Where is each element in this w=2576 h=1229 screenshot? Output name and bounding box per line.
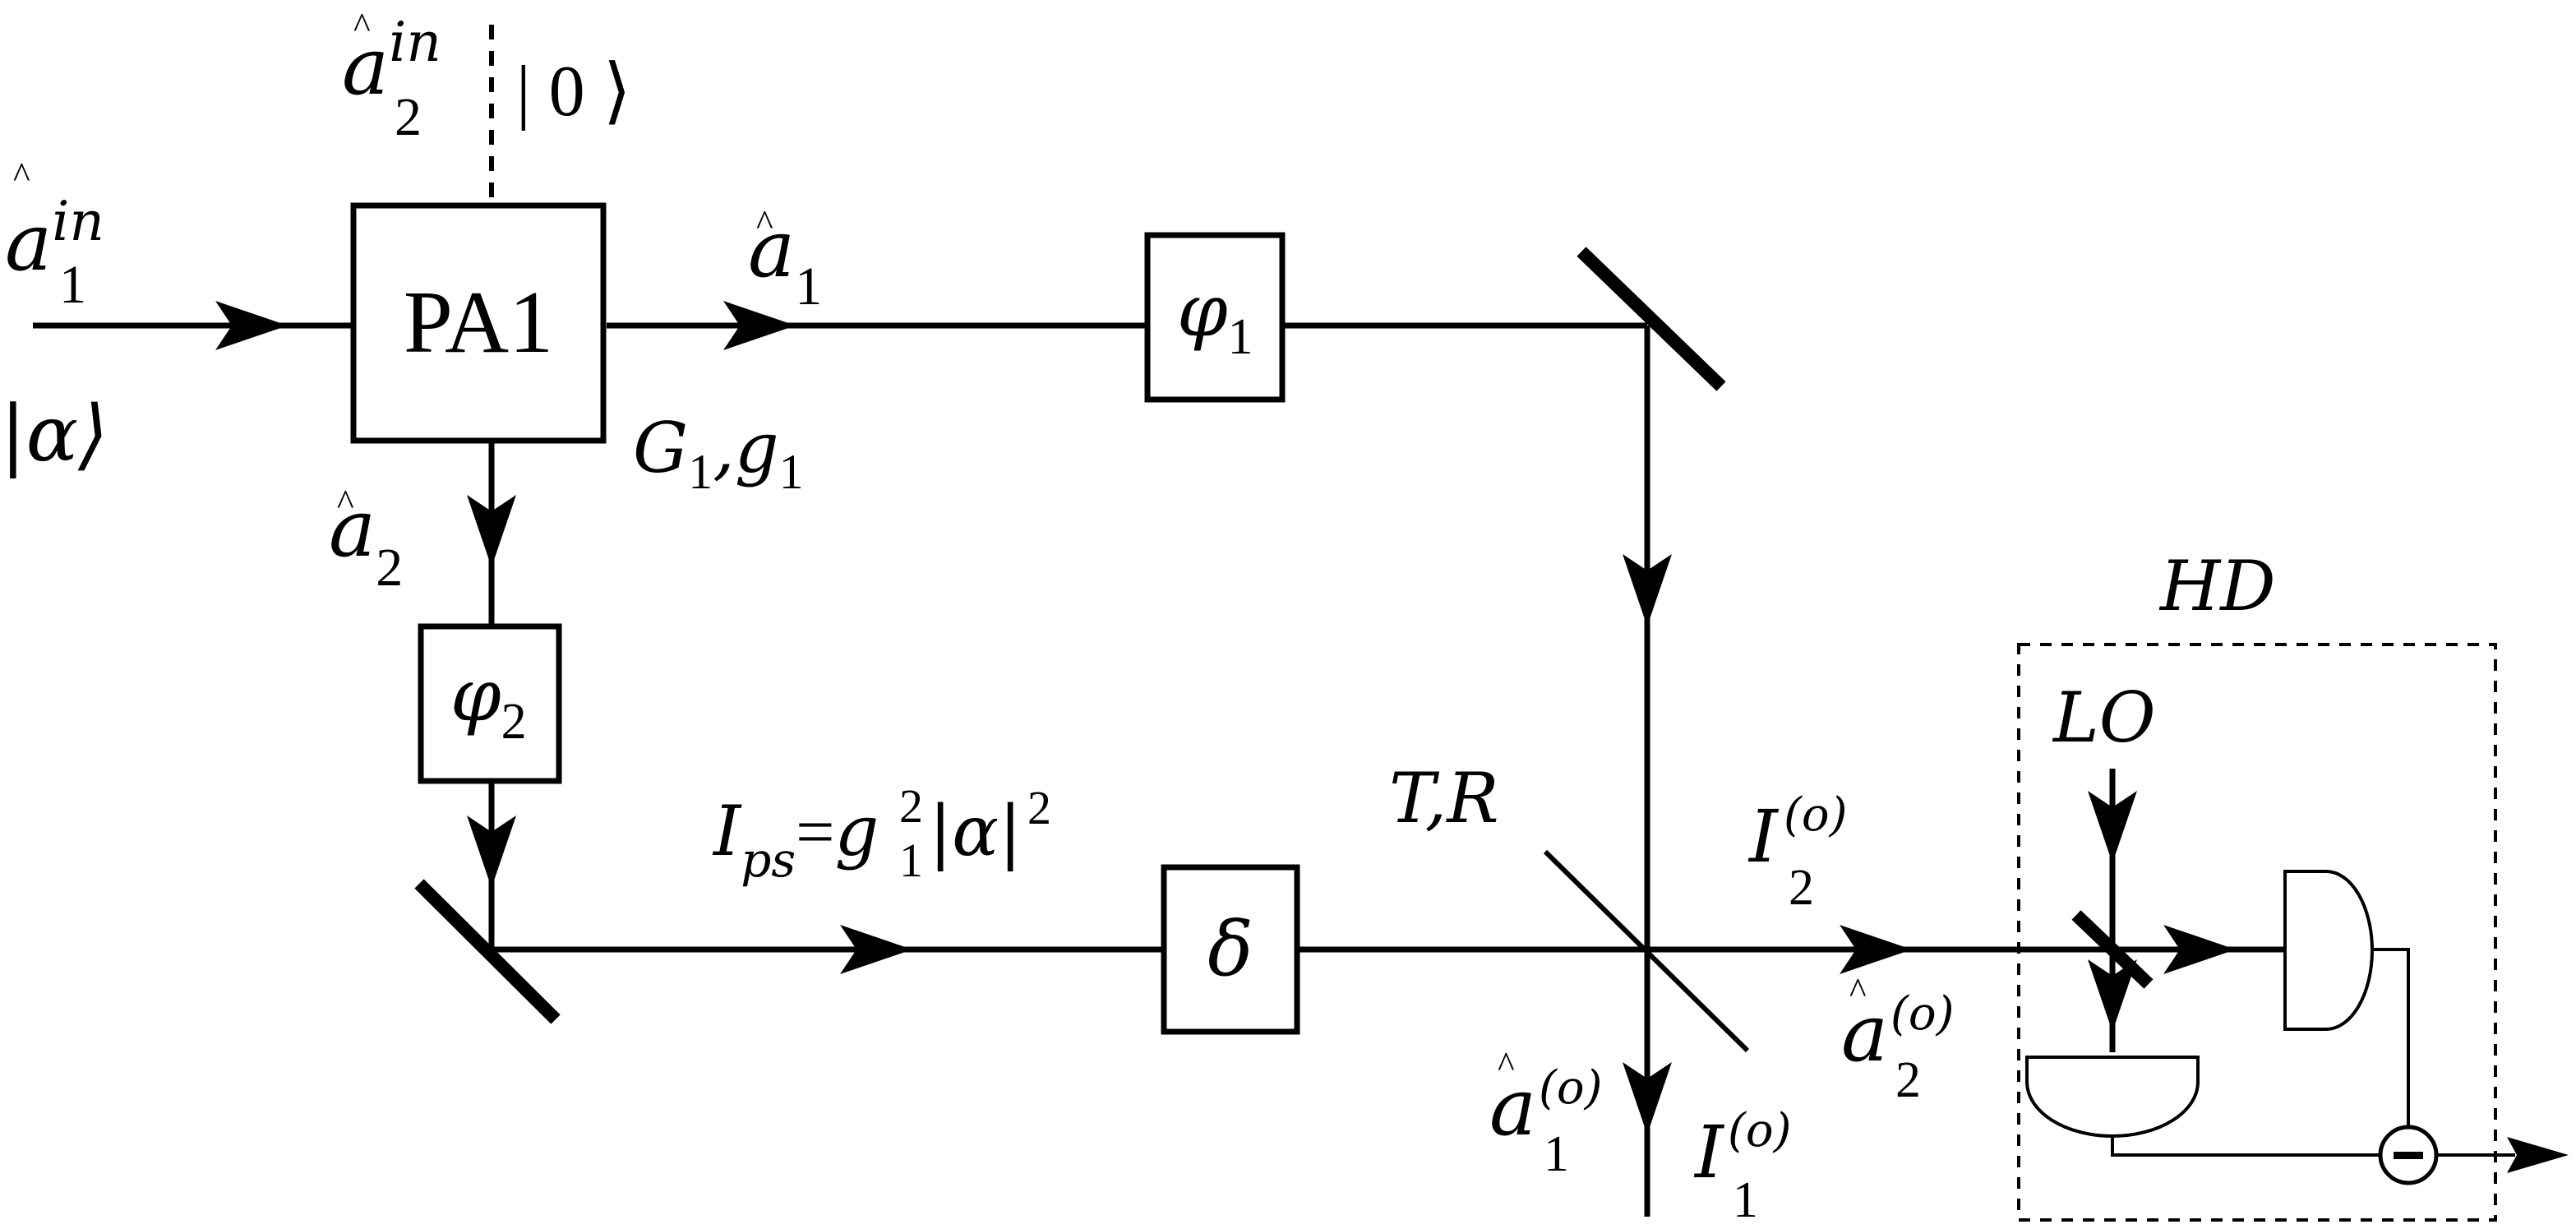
label-ips-g-sup: 2 [899, 779, 923, 833]
label-tr: T,R [1389, 758, 1499, 839]
subtractor-minus [2394, 1152, 2423, 1159]
label-gain: G1,g1 [633, 408, 804, 499]
label-alpha-state: |α⟩ [0, 390, 108, 479]
phi2-box [418, 623, 562, 784]
label-a1-out: a [1489, 1061, 1536, 1153]
arrow-output [2507, 1137, 2569, 1173]
label-delta: δ [1207, 905, 1253, 993]
arrow-mirror-down [1623, 554, 1672, 626]
label-a1-out-sup: (o) [1539, 1061, 1602, 1115]
hd-dashed-box [2017, 643, 2497, 1222]
arrow-lo-down [2088, 791, 2137, 863]
label-i2-out-sup: (o) [1784, 788, 1847, 842]
arrow-ips-right [840, 925, 912, 974]
delta-box [1161, 864, 1300, 1035]
label-a1: a1 [748, 203, 822, 316]
wire-bottom-detector [2111, 1136, 2379, 1157]
wire-right-detector [2372, 948, 2410, 1126]
arrow-a2-down [467, 495, 516, 567]
arrow-hd-down [2088, 959, 2137, 1032]
label-hd: HD [2158, 546, 2276, 626]
pa1-box [350, 202, 607, 444]
label-ips-abs-sup: 2 [1027, 781, 1051, 834]
beam-splitter-hd [2071, 910, 2154, 989]
label-i2-out: I [1747, 794, 1780, 879]
arrow-a1-right [723, 301, 796, 350]
label-ips: Ips=g [712, 791, 879, 888]
label-a1-out-hat: ^ [1498, 1045, 1515, 1085]
label-a2-in-sub: 2 [395, 87, 422, 147]
label-pa1: PA1 [404, 274, 553, 372]
label-a2-out-sup: (o) [1890, 987, 1954, 1041]
label-lo: LO [2052, 677, 2156, 758]
label-a1-out-sub: 1 [1544, 1126, 1569, 1182]
arrow-i1-down [1623, 1062, 1672, 1134]
label-a1-hat: ^ [756, 203, 773, 243]
label-i1-out-sup: (o) [1728, 1104, 1791, 1157]
label-a2-hat: ^ [337, 483, 354, 523]
detector-right [2283, 870, 2374, 1031]
arrow-phi2-down [467, 815, 516, 888]
label-i2-out-sub: 2 [1789, 860, 1814, 916]
mirror-top-right [1577, 247, 1726, 391]
label-a2-out-hat: ^ [1849, 971, 1867, 1011]
arrow-hd-right [2163, 925, 2236, 974]
arrow-input-right [215, 301, 288, 350]
label-phi1: φ1 [1177, 268, 1253, 365]
label-a2-out-sub: 2 [1895, 1052, 1921, 1108]
label-ips-abs: |α| [929, 791, 1022, 871]
phi1-box [1144, 232, 1286, 403]
label-a1-in-sub: 1 [59, 255, 86, 315]
beam-splitter-tr [1543, 849, 1750, 1053]
label-a2-out: a [1841, 987, 1888, 1079]
label-ips-g-sub: 1 [899, 834, 923, 887]
label-a2-in-hat: ^ [353, 6, 371, 46]
label-i1-out-sub: 1 [1733, 1172, 1758, 1228]
label-a1-in-hat: ^ [13, 155, 30, 196]
detector-bottom [2025, 1056, 2200, 1138]
label-phi2: φ2 [450, 653, 527, 750]
label-a2: a2 [329, 483, 403, 598]
label-a1-in: ain [5, 190, 104, 289]
arrow-i2-right [1840, 925, 1912, 974]
label-vacuum-state: | 0 ⟩ [516, 52, 631, 132]
mirror-bottom-left [414, 879, 561, 1024]
label-i1-out: I [1693, 1110, 1725, 1194]
label-a2-in: ain [342, 11, 441, 113]
